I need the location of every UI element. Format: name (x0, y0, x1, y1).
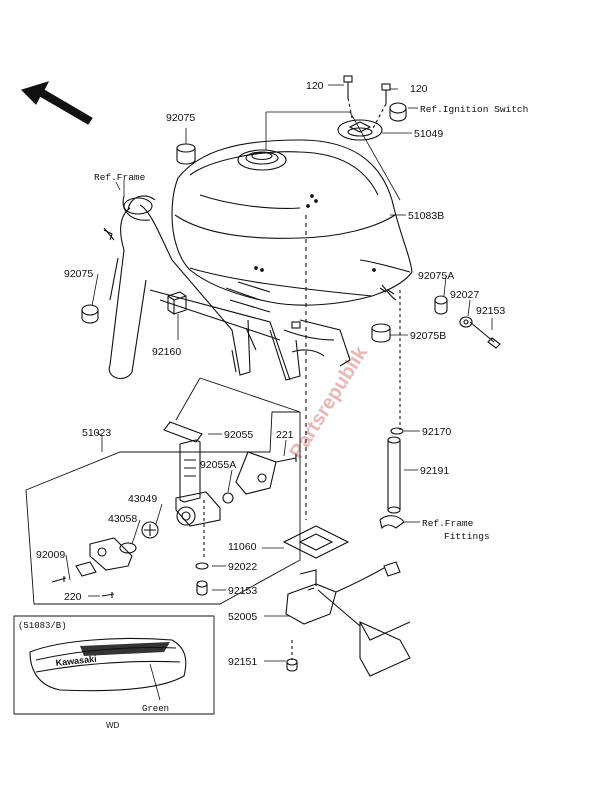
label-92151: 92151 (228, 656, 257, 668)
screw-221 (275, 454, 297, 463)
part-labels: 120 120 Ref.Ignition Switch 51049 92075 … (18, 80, 528, 730)
washer-92022 (195, 562, 209, 570)
label-92009: 92009 (36, 549, 65, 561)
bolt-120-left (343, 75, 353, 98)
label-92075-left: 92075 (64, 268, 93, 280)
bolt-120-right (381, 83, 391, 104)
fuel-level-sensor-52005 (285, 561, 411, 677)
label-92075-top: 92075 (166, 112, 195, 124)
front-direction-arrow-icon (20, 81, 93, 125)
label-92075a: 92075A (418, 270, 454, 282)
label-92170: 92170 (422, 426, 451, 438)
leader-lines (65, 84, 493, 662)
label-43058: 43058 (108, 513, 137, 525)
label-inset-color: Green (142, 704, 169, 714)
fuel-cock-51023 (175, 439, 221, 527)
screw-220 (101, 592, 115, 598)
damper-92075-left (81, 304, 99, 324)
screw-92009 (51, 576, 67, 583)
label-ref-ignition-switch: Ref.Ignition Switch (420, 104, 528, 115)
hose-92191 (387, 436, 401, 514)
fuel-tank (171, 139, 413, 306)
label-120-left: 120 (306, 80, 324, 92)
pad-92160 (167, 291, 187, 315)
label-92055: 92055 (224, 429, 253, 441)
label-52005: 52005 (228, 611, 257, 623)
o-ring-92055a (222, 492, 234, 504)
label-51083b: 51083B (408, 210, 444, 222)
label-92191: 92191 (420, 465, 449, 477)
label-ref-frame-fittings-1: Ref.Frame (422, 518, 474, 529)
gasket-11060 (282, 525, 350, 559)
label-ref-frame: Ref.Frame (94, 172, 146, 183)
damper-92075a (434, 295, 448, 315)
label-120-right: 120 (410, 83, 428, 95)
label-92153-bottom: 92153 (228, 585, 257, 597)
clamp-ref-frame-fittings (379, 515, 405, 530)
label-92027: 92027 (450, 289, 479, 301)
label-11060: 11060 (228, 541, 257, 553)
decal-inset-box (13, 615, 215, 715)
cover-221 (235, 451, 277, 495)
label-92022: 92022 (228, 561, 257, 573)
bolt-92153-right (469, 321, 501, 349)
fuel-cock-group-box (25, 377, 301, 605)
label-92055a: 92055A (200, 459, 236, 471)
label-221: 221 (276, 429, 294, 441)
damper-92075b (371, 323, 391, 343)
collar-92027 (459, 316, 473, 328)
label-inset-code: (51083/B) (18, 621, 67, 631)
label-92160: 92160 (152, 346, 181, 358)
ignition-switch-cap (389, 102, 407, 122)
label-51049: 51049 (414, 128, 443, 140)
label-wd: WD (106, 721, 120, 730)
gasket-92055 (163, 421, 203, 443)
label-51023: 51023 (82, 427, 111, 439)
o-ring-43058 (119, 542, 137, 554)
label-ref-frame-fittings-2: Fittings (444, 531, 490, 542)
label-43049: 43049 (128, 493, 157, 505)
lever-43049 (141, 521, 159, 539)
damper-92075-top (176, 143, 196, 165)
frame (103, 195, 351, 381)
label-220: 220 (64, 591, 82, 603)
bolt-92153-bottom (196, 580, 208, 596)
knob-92009 (75, 537, 133, 577)
clip-92170 (390, 427, 404, 435)
label-92153-right: 92153 (476, 305, 505, 317)
label-92075b: 92075B (410, 330, 446, 342)
label-inset-brand: Kawasaki (55, 654, 97, 668)
screw-92151 (286, 658, 298, 672)
